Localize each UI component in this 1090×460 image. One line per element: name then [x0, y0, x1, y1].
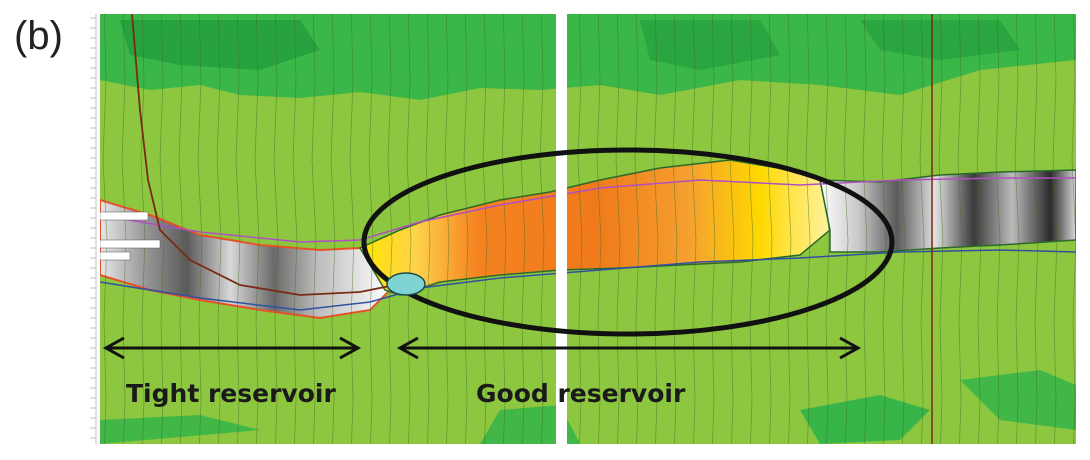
horizon-purple-line: [100, 177, 1076, 243]
seismic-traces: [100, 14, 1076, 444]
horizon-blue-line: [100, 249, 1076, 311]
good-reservoir-label: Good reservoir: [476, 379, 686, 408]
well-tag-3: [100, 251, 131, 261]
panel-label: (b): [14, 14, 63, 58]
section-gap: [556, 14, 567, 444]
good-reservoir-arrow: [396, 336, 862, 360]
tight-reservoir-label: Tight reservoir: [126, 379, 336, 408]
well-tag-2: [100, 239, 161, 249]
tight-reservoir-arrow: [102, 336, 362, 360]
well-tag-1: [100, 211, 149, 221]
good-reservoir-highlight-ellipse: [361, 147, 895, 337]
ellipse-marker-icon: [386, 272, 426, 296]
depth-axis-ticks: [90, 14, 97, 444]
well-path-curve: [131, 14, 396, 296]
